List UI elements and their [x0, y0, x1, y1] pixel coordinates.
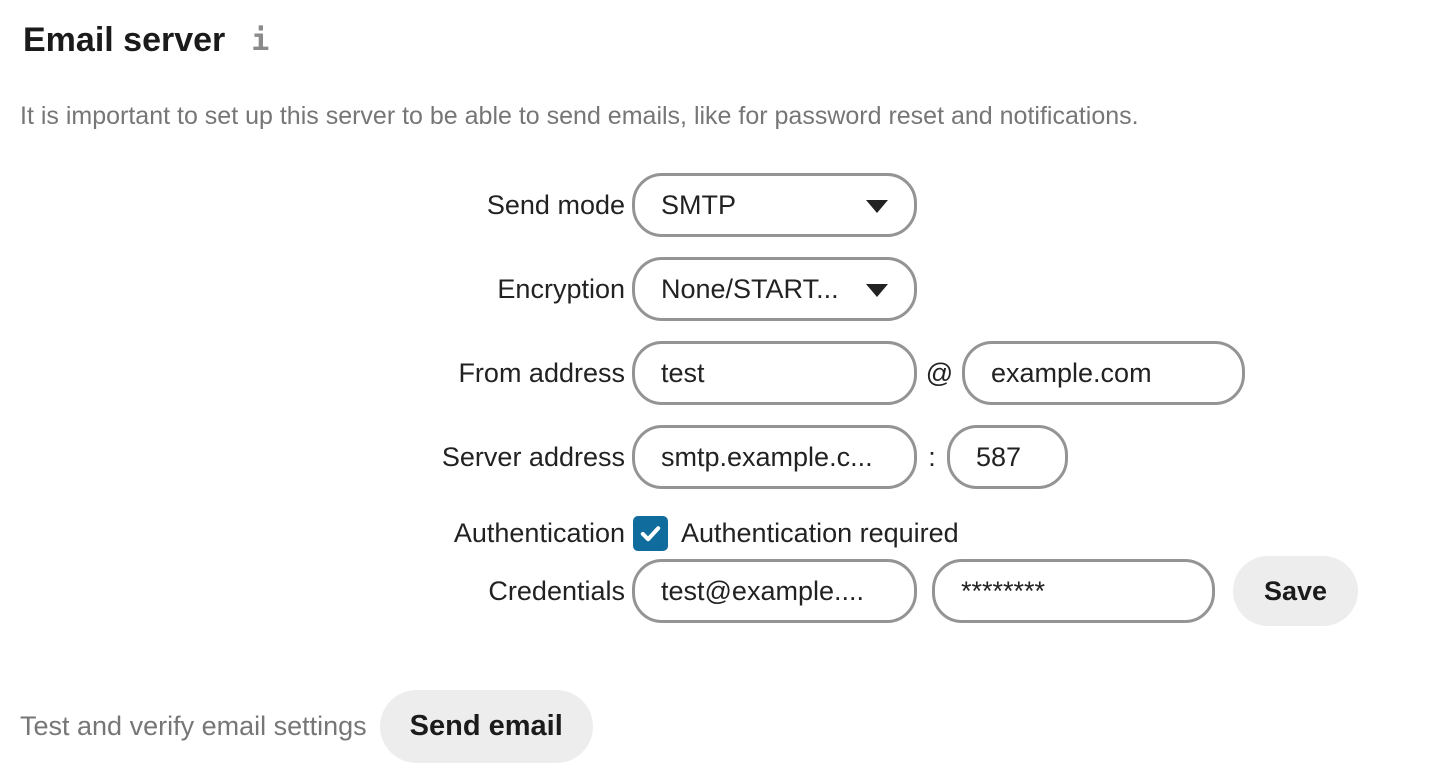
test-email-label: Test and verify email settings [20, 711, 367, 741]
authentication-label: Authentication [453, 517, 625, 548]
server-address-row: Server address : [20, 425, 1428, 489]
from-address-domain-input[interactable] [962, 341, 1245, 405]
server-address-label: Server address [441, 441, 625, 472]
encryption-row: Encryption None/START... [20, 257, 1428, 321]
page-title: Email server [23, 21, 226, 59]
encryption-select[interactable]: None/START... [632, 257, 917, 321]
authentication-row: Authentication Authentication required [20, 509, 1428, 557]
server-address-port-input[interactable] [947, 425, 1068, 489]
authentication-required-checkbox[interactable] [633, 515, 668, 551]
at-separator: @ [925, 357, 954, 388]
credentials-row: Credentials Save [20, 556, 1428, 626]
send-mode-label: Send mode [486, 189, 625, 220]
section-description: It is important to set up this server to… [20, 102, 1139, 130]
colon-separator: : [928, 441, 936, 472]
encryption-selected-value: None/START... [661, 273, 839, 304]
server-address-host-input[interactable] [632, 425, 917, 489]
credentials-username-input[interactable] [632, 559, 917, 623]
from-address-row: From address @ [20, 341, 1428, 405]
chevron-down-icon [866, 200, 888, 213]
encryption-label: Encryption [497, 273, 625, 304]
send-mode-select[interactable]: SMTP [632, 173, 917, 237]
chevron-down-icon [866, 284, 888, 297]
send-mode-row: Send mode SMTP [20, 173, 1428, 237]
section-header: Email server i [23, 20, 1428, 60]
credentials-password-input[interactable] [932, 559, 1215, 623]
credentials-label: Credentials [488, 575, 625, 606]
from-address-label: From address [458, 357, 625, 388]
authentication-checkbox-label[interactable]: Authentication required [681, 517, 959, 548]
email-server-form: Send mode SMTP Encryption None/START... … [20, 173, 1428, 626]
checkmark-icon [640, 525, 661, 541]
save-button[interactable]: Save [1233, 556, 1359, 626]
send-mode-selected-value: SMTP [661, 189, 737, 220]
test-email-section: Test and verify email settings Send emai… [20, 690, 1428, 763]
info-icon[interactable]: i [251, 23, 270, 58]
send-email-button[interactable]: Send email [379, 690, 593, 763]
from-address-local-input[interactable] [632, 341, 917, 405]
